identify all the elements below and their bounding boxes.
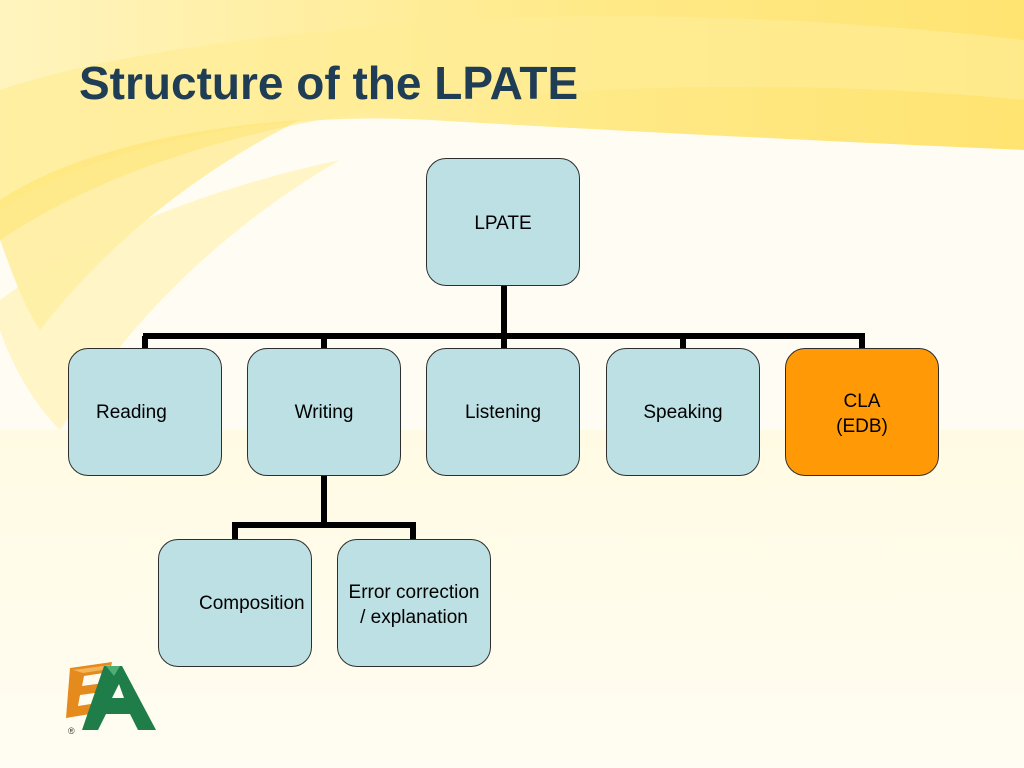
node-writing-label: Writing [294,401,354,423]
node-reading-label: Reading [96,401,167,423]
node-cla-edb-label: CLA (EDB) [836,391,888,437]
node-composition: Composition [158,539,312,667]
logo-letter-a [82,666,156,730]
node-writing: Writing [247,348,401,476]
node-error-correction-label: Error correction / explanation [348,582,480,628]
ea-logo: ® [66,662,156,736]
node-lpate: LPATE [426,158,580,286]
node-cla-edb: CLA (EDB) [785,348,939,476]
slide-title: Structure of the LPATE [79,57,579,109]
node-composition-label: Composition [199,592,305,614]
node-lpate-label: LPATE [474,213,532,234]
node-listening: Listening [426,348,580,476]
node-reading: Reading [68,348,222,476]
node-error-correction: Error correction / explanation [337,539,491,667]
node-speaking-label: Speaking [643,401,723,423]
node-listening-label: Listening [464,401,542,423]
logo-registered-mark: ® [68,726,75,736]
node-speaking: Speaking [606,348,760,476]
